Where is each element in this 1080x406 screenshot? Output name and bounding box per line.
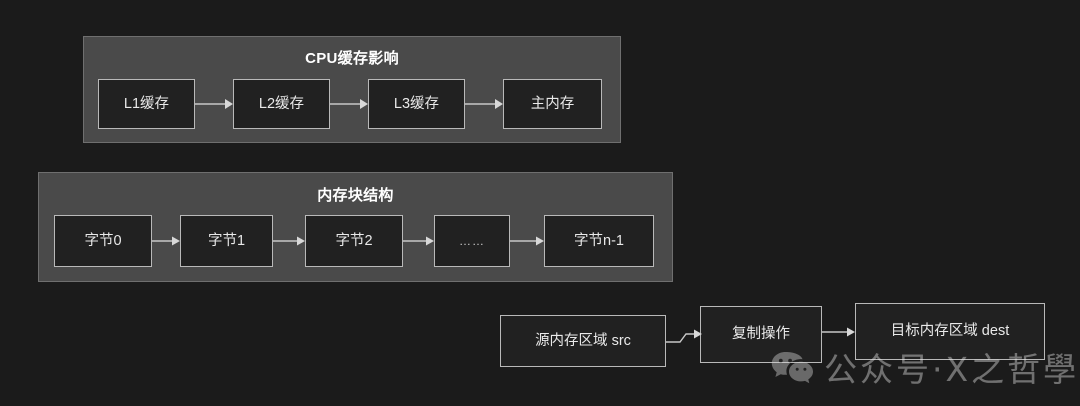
node-label: 字节1 bbox=[207, 232, 246, 249]
node-destination-memory-dest[interactable]: 目标内存区域 dest bbox=[855, 303, 1045, 360]
node-label: 字节n-1 bbox=[574, 232, 624, 249]
node-label: 目标内存区域 dest bbox=[890, 323, 1010, 340]
group-title-cpu-cache: CPU缓存影响 bbox=[305, 50, 399, 67]
node-label: 源内存区域 src bbox=[535, 332, 631, 349]
node-label: L1缓存 bbox=[123, 95, 170, 112]
node-byte-0[interactable]: 字节0 bbox=[54, 215, 152, 267]
node-l2-cache[interactable]: L2缓存 bbox=[233, 79, 330, 129]
node-byte-1[interactable]: 字节1 bbox=[180, 215, 273, 267]
node-label: …… bbox=[459, 234, 485, 248]
node-l3-cache[interactable]: L3缓存 bbox=[368, 79, 465, 129]
node-label: L2缓存 bbox=[258, 95, 305, 112]
node-l1-cache[interactable]: L1缓存 bbox=[98, 79, 195, 129]
group-title-memory-block: 内存块结构 bbox=[317, 187, 394, 204]
node-main-memory[interactable]: 主内存 bbox=[503, 79, 602, 129]
node-label: 主内存 bbox=[530, 95, 575, 112]
node-label: 复制操作 bbox=[732, 326, 790, 343]
node-label: L3缓存 bbox=[393, 95, 440, 112]
node-label: 字节0 bbox=[84, 232, 122, 249]
arrow-copy-to-dest bbox=[822, 324, 858, 340]
node-byte-ellipsis[interactable]: …… bbox=[434, 215, 510, 267]
node-copy-operation[interactable]: 复制操作 bbox=[700, 306, 822, 363]
node-byte-2[interactable]: 字节2 bbox=[305, 215, 403, 267]
node-byte-n-minus-1[interactable]: 字节n-1 bbox=[544, 215, 654, 267]
node-label: 字节2 bbox=[335, 232, 373, 249]
node-source-memory-src[interactable]: 源内存区域 src bbox=[500, 315, 666, 367]
